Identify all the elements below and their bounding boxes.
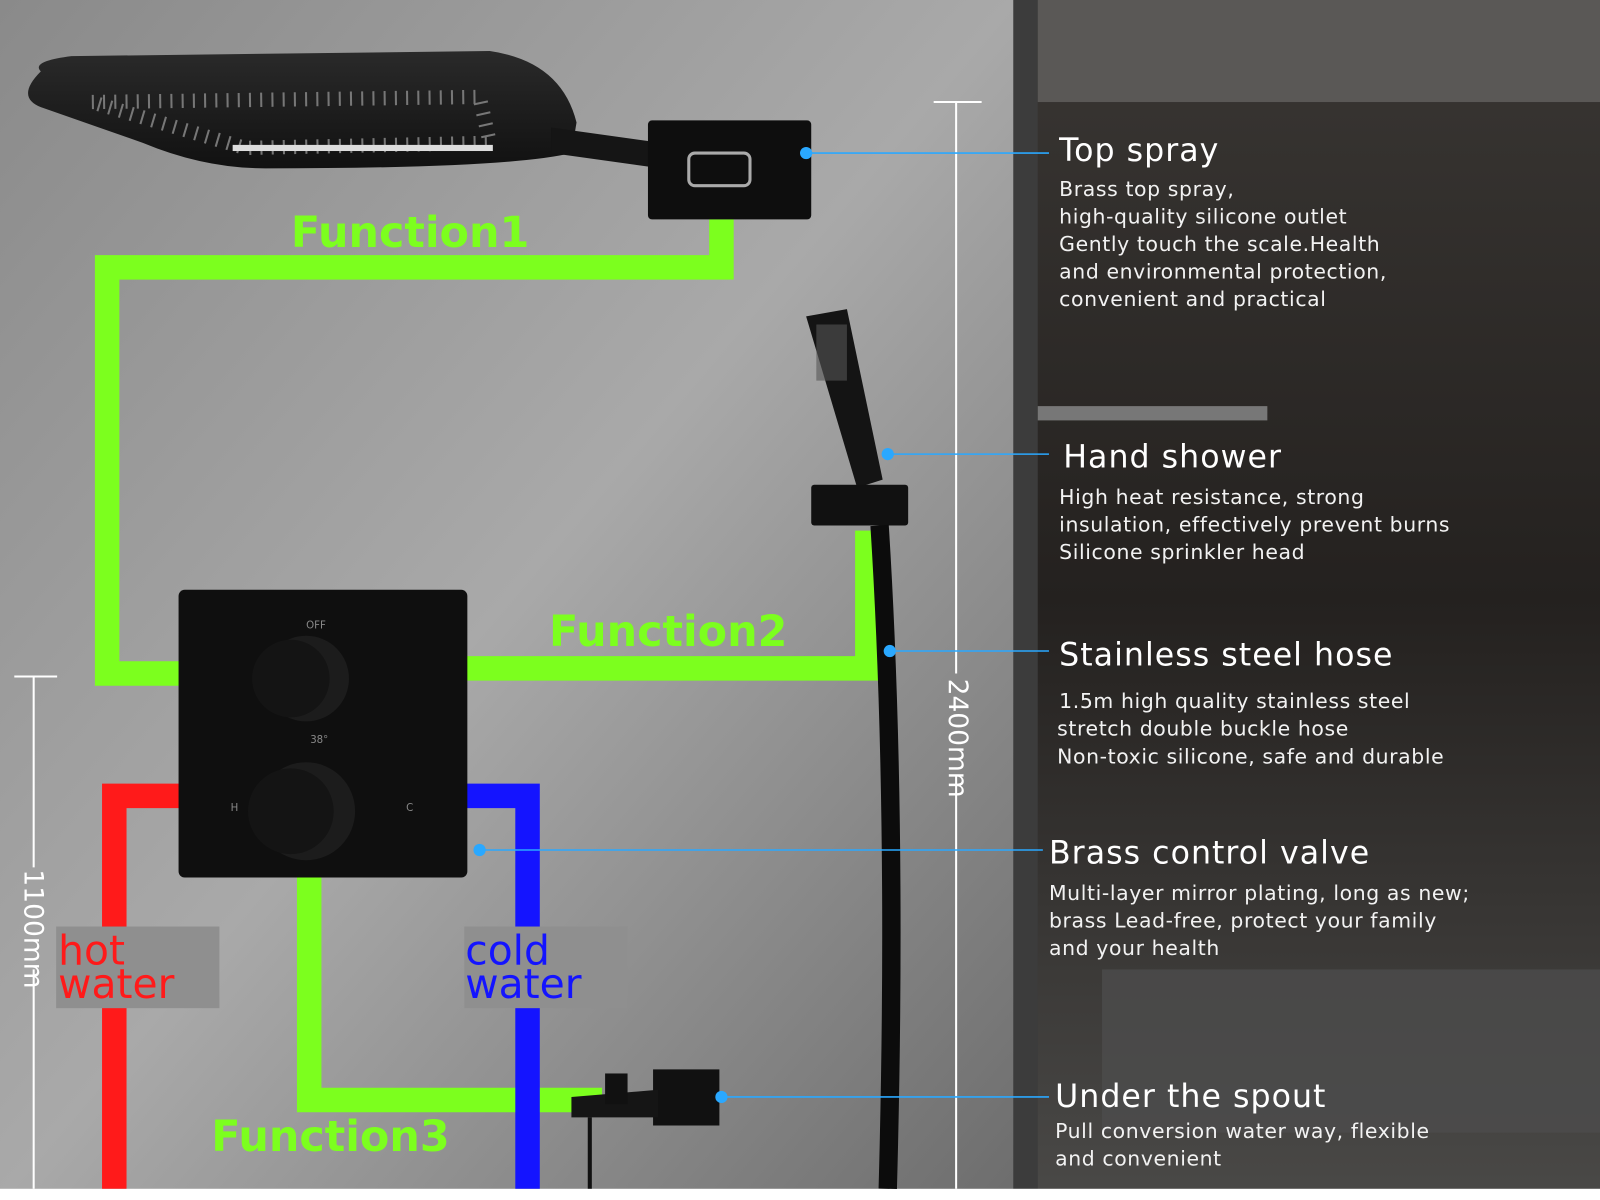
callout-under-spout: Under the spout Pull conversion water wa… xyxy=(1055,1079,1430,1170)
wall-edge xyxy=(1013,0,1038,1200)
hot-water-label: hot water xyxy=(58,926,174,1008)
valve-cold-label: C xyxy=(406,803,413,814)
svg-text:Brass control valve: Brass control valve xyxy=(1049,835,1370,871)
svg-text:Hand shower: Hand shower xyxy=(1063,439,1282,475)
callout-dots xyxy=(473,146,896,1104)
top-spray-shower-head xyxy=(28,51,812,220)
svg-text:Pull conversion water way, fle: Pull conversion water way, flexible xyxy=(1055,1119,1430,1143)
cold-water-pipe xyxy=(464,783,540,1189)
svg-text:and your health: and your health xyxy=(1049,936,1220,960)
svg-text:and environmental protection,: and environmental protection, xyxy=(1059,260,1387,284)
wall-plate xyxy=(647,120,812,220)
callout-stainless-hose: Stainless steel hose 1.5m high quality s… xyxy=(1057,637,1444,768)
svg-text:insulation, effectively preven: insulation, effectively prevent burns xyxy=(1059,513,1450,537)
svg-text:Top spray: Top spray xyxy=(1058,133,1219,169)
dimension-2400 xyxy=(933,101,982,1189)
svg-text:brass Lead-free, protect your: brass Lead-free, protect your family xyxy=(1049,909,1437,933)
room-shelf xyxy=(1037,406,1268,421)
callout-lines xyxy=(479,152,1049,1098)
room-ceiling xyxy=(1037,0,1600,103)
svg-text:Non-toxic silicone, safe and d: Non-toxic silicone, safe and durable xyxy=(1057,744,1444,768)
svg-text:1.5m high quality stainless st: 1.5m high quality stainless steel xyxy=(1059,689,1410,713)
svg-text:and convenient: and convenient xyxy=(1055,1146,1222,1170)
function2-pipe xyxy=(464,530,880,681)
callout-hand-shower: Hand shower High heat resistance, strong… xyxy=(1059,439,1450,564)
svg-text:Brass top spray,: Brass top spray, xyxy=(1059,177,1234,201)
svg-text:Silicone sprinkler head: Silicone sprinkler head xyxy=(1059,540,1305,564)
control-valve: OFF 38° H C xyxy=(178,589,468,878)
svg-text:high-quality silicone outlet: high-quality silicone outlet xyxy=(1059,204,1347,228)
valve-off-label: OFF xyxy=(306,621,326,632)
function2-label: Function2 xyxy=(549,607,787,657)
callout-top-spray: Top spray Brass top spray, high-quality … xyxy=(1058,133,1387,311)
valve-hot-label: H xyxy=(231,803,239,814)
hand-shower xyxy=(806,309,909,1190)
svg-text:Gently touch the scale.Health: Gently touch the scale.Health xyxy=(1059,232,1380,256)
function1-pipe xyxy=(94,219,734,686)
function3-label: Function3 xyxy=(211,1112,449,1162)
function1-label: Function1 xyxy=(291,208,529,258)
bottom-border xyxy=(0,1188,1600,1200)
dimension-2400-label: 2400mm xyxy=(942,679,973,798)
room-rug xyxy=(1102,969,1600,1133)
svg-text:convenient and practical: convenient and practical xyxy=(1059,287,1326,311)
svg-text:High heat resistance, strong: High heat resistance, strong xyxy=(1059,485,1364,509)
valve-temp-label: 38° xyxy=(310,735,328,746)
svg-text:Stainless steel hose: Stainless steel hose xyxy=(1059,637,1393,673)
hand-shower-holder xyxy=(811,484,909,526)
function3-pipe xyxy=(296,872,603,1113)
svg-text:Under the spout: Under the spout xyxy=(1055,1079,1326,1115)
tub-spout xyxy=(571,1069,720,1189)
dimension-1100-label: 1100mm xyxy=(17,869,48,988)
shower-hose xyxy=(870,524,901,1190)
cold-water-label: cold water xyxy=(465,926,581,1008)
dimension-1100 xyxy=(14,675,58,1189)
svg-text:Multi-layer mirror plating, lo: Multi-layer mirror plating, long as new; xyxy=(1049,881,1470,905)
callout-control-valve: Brass control valve Multi-layer mirror p… xyxy=(1049,835,1470,960)
function-pipes xyxy=(94,219,880,1113)
svg-text:stretch double buckle hose: stretch double buckle hose xyxy=(1057,717,1349,741)
hot-water-pipe xyxy=(102,783,182,1189)
